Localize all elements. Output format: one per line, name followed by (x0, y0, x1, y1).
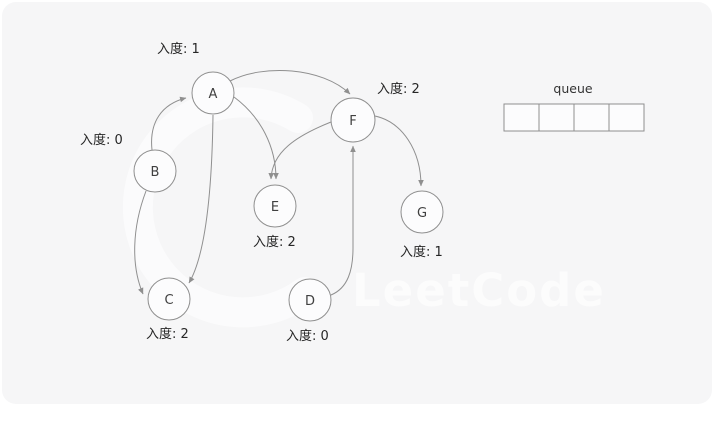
node-D-label: D (305, 294, 315, 309)
indegree-label-G: 入度: 1 (400, 244, 443, 260)
node-C-circle (147, 277, 191, 321)
edge-D-F (330, 145, 356, 296)
queue-cell-2 (538, 103, 575, 132)
indegree-label-A: 入度: 1 (157, 41, 200, 57)
node-C-label: C (164, 293, 173, 308)
node-G-label: G (417, 206, 427, 221)
queue: queue (503, 81, 645, 132)
queue-cell-4 (608, 103, 645, 132)
indegree-label-D: 入度: 0 (286, 328, 329, 344)
edge-B-A (151, 96, 187, 151)
edge-F-E (268, 121, 332, 180)
edge-F-G (374, 115, 424, 187)
indegree-label-B: 入度: 0 (80, 132, 123, 148)
edge-B-C (134, 190, 147, 295)
node-E-label: E (271, 200, 279, 215)
edge-A-C (188, 114, 214, 284)
node-A-label: A (209, 87, 218, 102)
node-B-label: B (151, 165, 160, 180)
queue-cell-3 (573, 103, 610, 132)
node-E-circle (253, 184, 297, 228)
edge-A-F (229, 69, 351, 95)
nodes: A B C D E F G (133, 71, 444, 322)
diagram-card (2, 2, 712, 404)
queue-title: queue (553, 81, 592, 96)
queue-cell-1 (503, 103, 540, 132)
indegree-label-E: 入度: 2 (253, 234, 296, 250)
edge-A-E (233, 96, 279, 180)
node-A-circle (191, 71, 235, 115)
node-G-circle (400, 190, 444, 234)
node-D-circle (288, 278, 332, 322)
node-F-label: F (349, 114, 356, 129)
indegree-label-F: 入度: 2 (377, 81, 420, 97)
indegree-label-C: 入度: 2 (146, 326, 189, 342)
node-F-circle (330, 97, 376, 143)
edges (134, 69, 424, 296)
node-B-circle (133, 149, 177, 193)
indegree-labels: 入度: 1 入度: 0 入度: 2 入度: 0 入度: 2 入度: 2 入度: … (80, 41, 443, 344)
leetcode-watermark-text: LeetCode (352, 264, 606, 317)
